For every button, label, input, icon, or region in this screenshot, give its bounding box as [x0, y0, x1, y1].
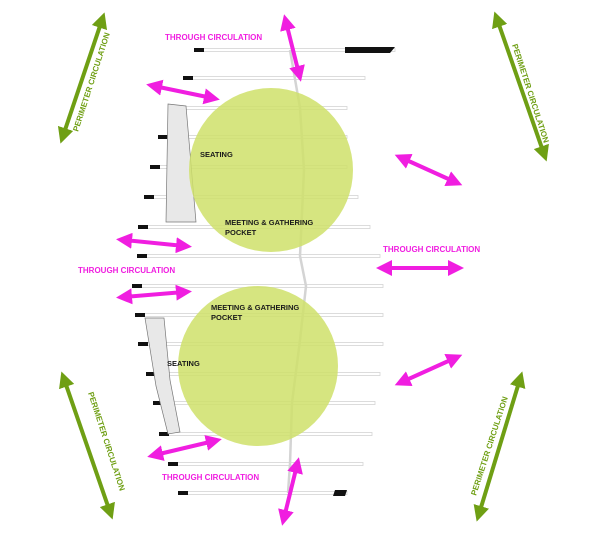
column-mark: [137, 254, 147, 258]
column-mark: [158, 135, 168, 139]
label-pocket-top-2: POCKET: [225, 228, 257, 237]
column-mark: [150, 165, 160, 169]
column-mark: [183, 76, 193, 80]
label-pocket-top-1: MEETING & GATHERING: [225, 218, 313, 227]
pocket-circle-top: [189, 88, 353, 252]
label-through-bottom: THROUGH CIRCULATION: [162, 473, 259, 482]
perimeter-circulation-arrows: [57, 11, 549, 522]
label-seating-top: SEATING: [200, 150, 233, 159]
arrow-left-4: [147, 435, 222, 461]
stair-mark-bottom: [333, 490, 347, 496]
pocket-circle-bottom: [178, 286, 338, 446]
arrow-right-3: [394, 354, 463, 386]
label-pocket-bottom-2: POCKET: [211, 313, 243, 322]
label-perimeter-tr: PERIMETER CIRCULATION: [510, 43, 551, 144]
stair-mark-top: [345, 47, 395, 53]
column-mark: [132, 284, 142, 288]
label-perimeter-bl: PERIMETER CIRCULATION: [86, 391, 127, 492]
label-through-top: THROUGH CIRCULATION: [165, 33, 262, 42]
arrow-right-1: [394, 154, 463, 186]
column-mark: [153, 401, 163, 405]
label-seating-bottom: SEATING: [167, 359, 200, 368]
arrow-perimeter-br: [473, 371, 526, 522]
arrow-bottom: [278, 457, 303, 526]
through-circulation-arrows: [116, 14, 464, 526]
column-mark: [138, 342, 148, 346]
floor-slab-line: [138, 254, 381, 258]
seating-top: [165, 103, 197, 223]
column-mark: [178, 491, 188, 495]
column-mark: [135, 313, 145, 317]
arrow-top: [280, 14, 305, 82]
label-through-right: THROUGH CIRCULATION: [383, 245, 480, 254]
column-mark: [194, 48, 204, 52]
label-pocket-bottom-1: MEETING & GATHERING: [211, 303, 299, 312]
column-mark: [168, 462, 178, 466]
floor-slab-line: [169, 462, 364, 466]
floor-slab-line: [179, 491, 348, 495]
floor-slab-line: [184, 76, 366, 80]
label-through-left: THROUGH CIRCULATION: [78, 266, 175, 275]
column-mark: [146, 372, 156, 376]
column-mark: [144, 195, 154, 199]
seating-bottom: [144, 317, 181, 435]
seating-stairs: [144, 103, 197, 435]
arrow-perimeter-tr: [492, 11, 549, 162]
arrow-left-3: [116, 284, 192, 305]
arrow-left-2: [116, 232, 192, 254]
column-mark: [138, 225, 148, 229]
column-mark: [159, 432, 169, 436]
arrow-left-1: [146, 79, 220, 105]
arrow-perimeter-bl: [59, 371, 115, 520]
arrow-perimeter-tl: [57, 12, 108, 144]
